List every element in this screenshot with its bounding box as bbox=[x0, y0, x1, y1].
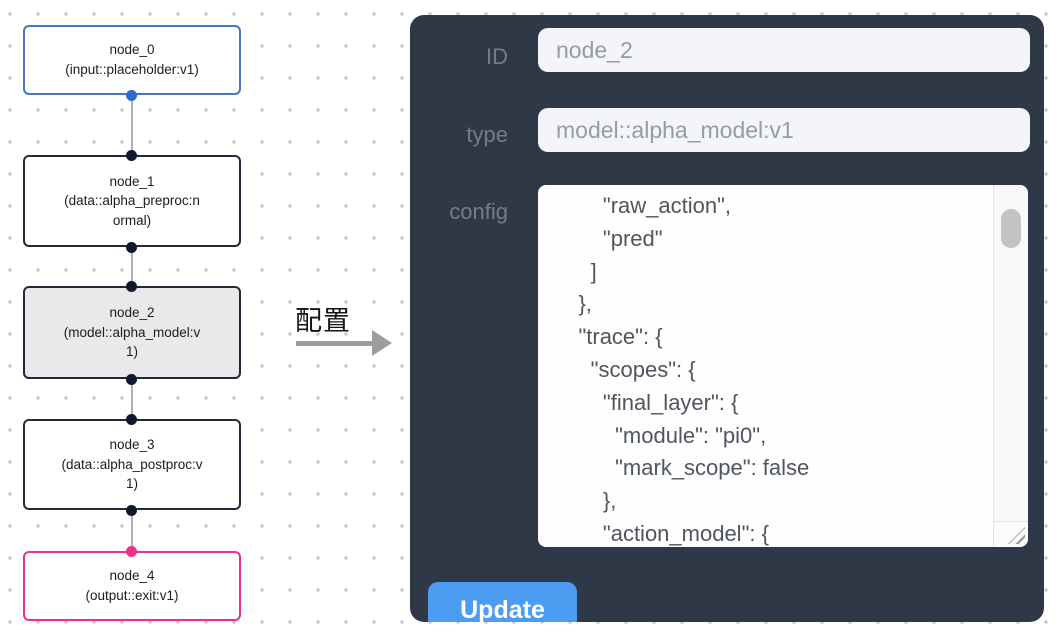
config-field-label: config bbox=[449, 199, 508, 224]
scrollbar-thumb[interactable] bbox=[1001, 209, 1021, 248]
port-target-node_1[interactable] bbox=[126, 149, 137, 161]
node-config-panel: ID node_2 type model::alpha_model:v1 con… bbox=[410, 15, 1044, 622]
node-node_0[interactable]: node_0 (input::placeholder:v1) bbox=[23, 25, 241, 95]
node-node_2-selected[interactable]: node_2 (model::alpha_model:v1) bbox=[23, 286, 241, 379]
node-subtitle: (data::alpha_preproc:normal) bbox=[64, 193, 200, 228]
edge-node3-node4[interactable] bbox=[131, 510, 133, 551]
type-input[interactable]: model::alpha_model:v1 bbox=[538, 108, 1030, 152]
config-textarea[interactable]: "raw_action", "pred" ] }, "trace": { "sc… bbox=[538, 185, 1028, 547]
transfer-annotation-label: 配置 bbox=[295, 306, 351, 336]
port-target-node_2[interactable] bbox=[126, 280, 137, 292]
node-subtitle: (model::alpha_model:v1) bbox=[63, 324, 201, 360]
scrollbar-track[interactable] bbox=[993, 185, 1028, 521]
port-target-node_4[interactable] bbox=[126, 545, 137, 557]
node-title: node_3 bbox=[109, 437, 155, 453]
node-node_3[interactable]: node_3 (data::alpha_postproc:v1) bbox=[23, 419, 241, 510]
port-source-node_1[interactable] bbox=[126, 241, 137, 253]
edge-node2-node3[interactable] bbox=[131, 379, 133, 419]
type-field-label: type bbox=[466, 122, 508, 147]
node-subtitle: (output::exit:v1) bbox=[85, 588, 179, 603]
node-subtitle: (data::alpha_postproc:v1) bbox=[61, 456, 203, 492]
port-source-node_3[interactable] bbox=[126, 504, 137, 516]
node-node_1[interactable]: node_1 (data::alpha_preproc:normal) bbox=[23, 155, 241, 247]
port-source-node_2[interactable] bbox=[126, 373, 137, 385]
node-title: node_2 bbox=[109, 305, 155, 321]
edge-node0-node1[interactable] bbox=[131, 95, 133, 155]
id-field-label: ID bbox=[486, 44, 508, 69]
node-title: node_0 bbox=[109, 42, 155, 58]
arrow-right-icon bbox=[296, 330, 392, 357]
id-input[interactable]: node_2 bbox=[538, 28, 1030, 72]
resize-handle-icon[interactable] bbox=[1008, 527, 1025, 544]
node-subtitle: (input::placeholder:v1) bbox=[65, 62, 199, 77]
edge-node1-node2[interactable] bbox=[131, 247, 133, 286]
port-target-node_3[interactable] bbox=[126, 413, 137, 425]
update-button[interactable]: Update bbox=[428, 582, 577, 622]
config-json-text: "raw_action", "pred" ] }, "trace": { "sc… bbox=[578, 193, 810, 546]
node-node_4[interactable]: node_4 (output::exit:v1) bbox=[23, 551, 241, 621]
scrollbar-corner bbox=[993, 521, 1028, 547]
port-source-node_0[interactable] bbox=[126, 89, 137, 101]
node-title: node_4 bbox=[109, 568, 155, 584]
node-title: node_1 bbox=[109, 173, 155, 189]
